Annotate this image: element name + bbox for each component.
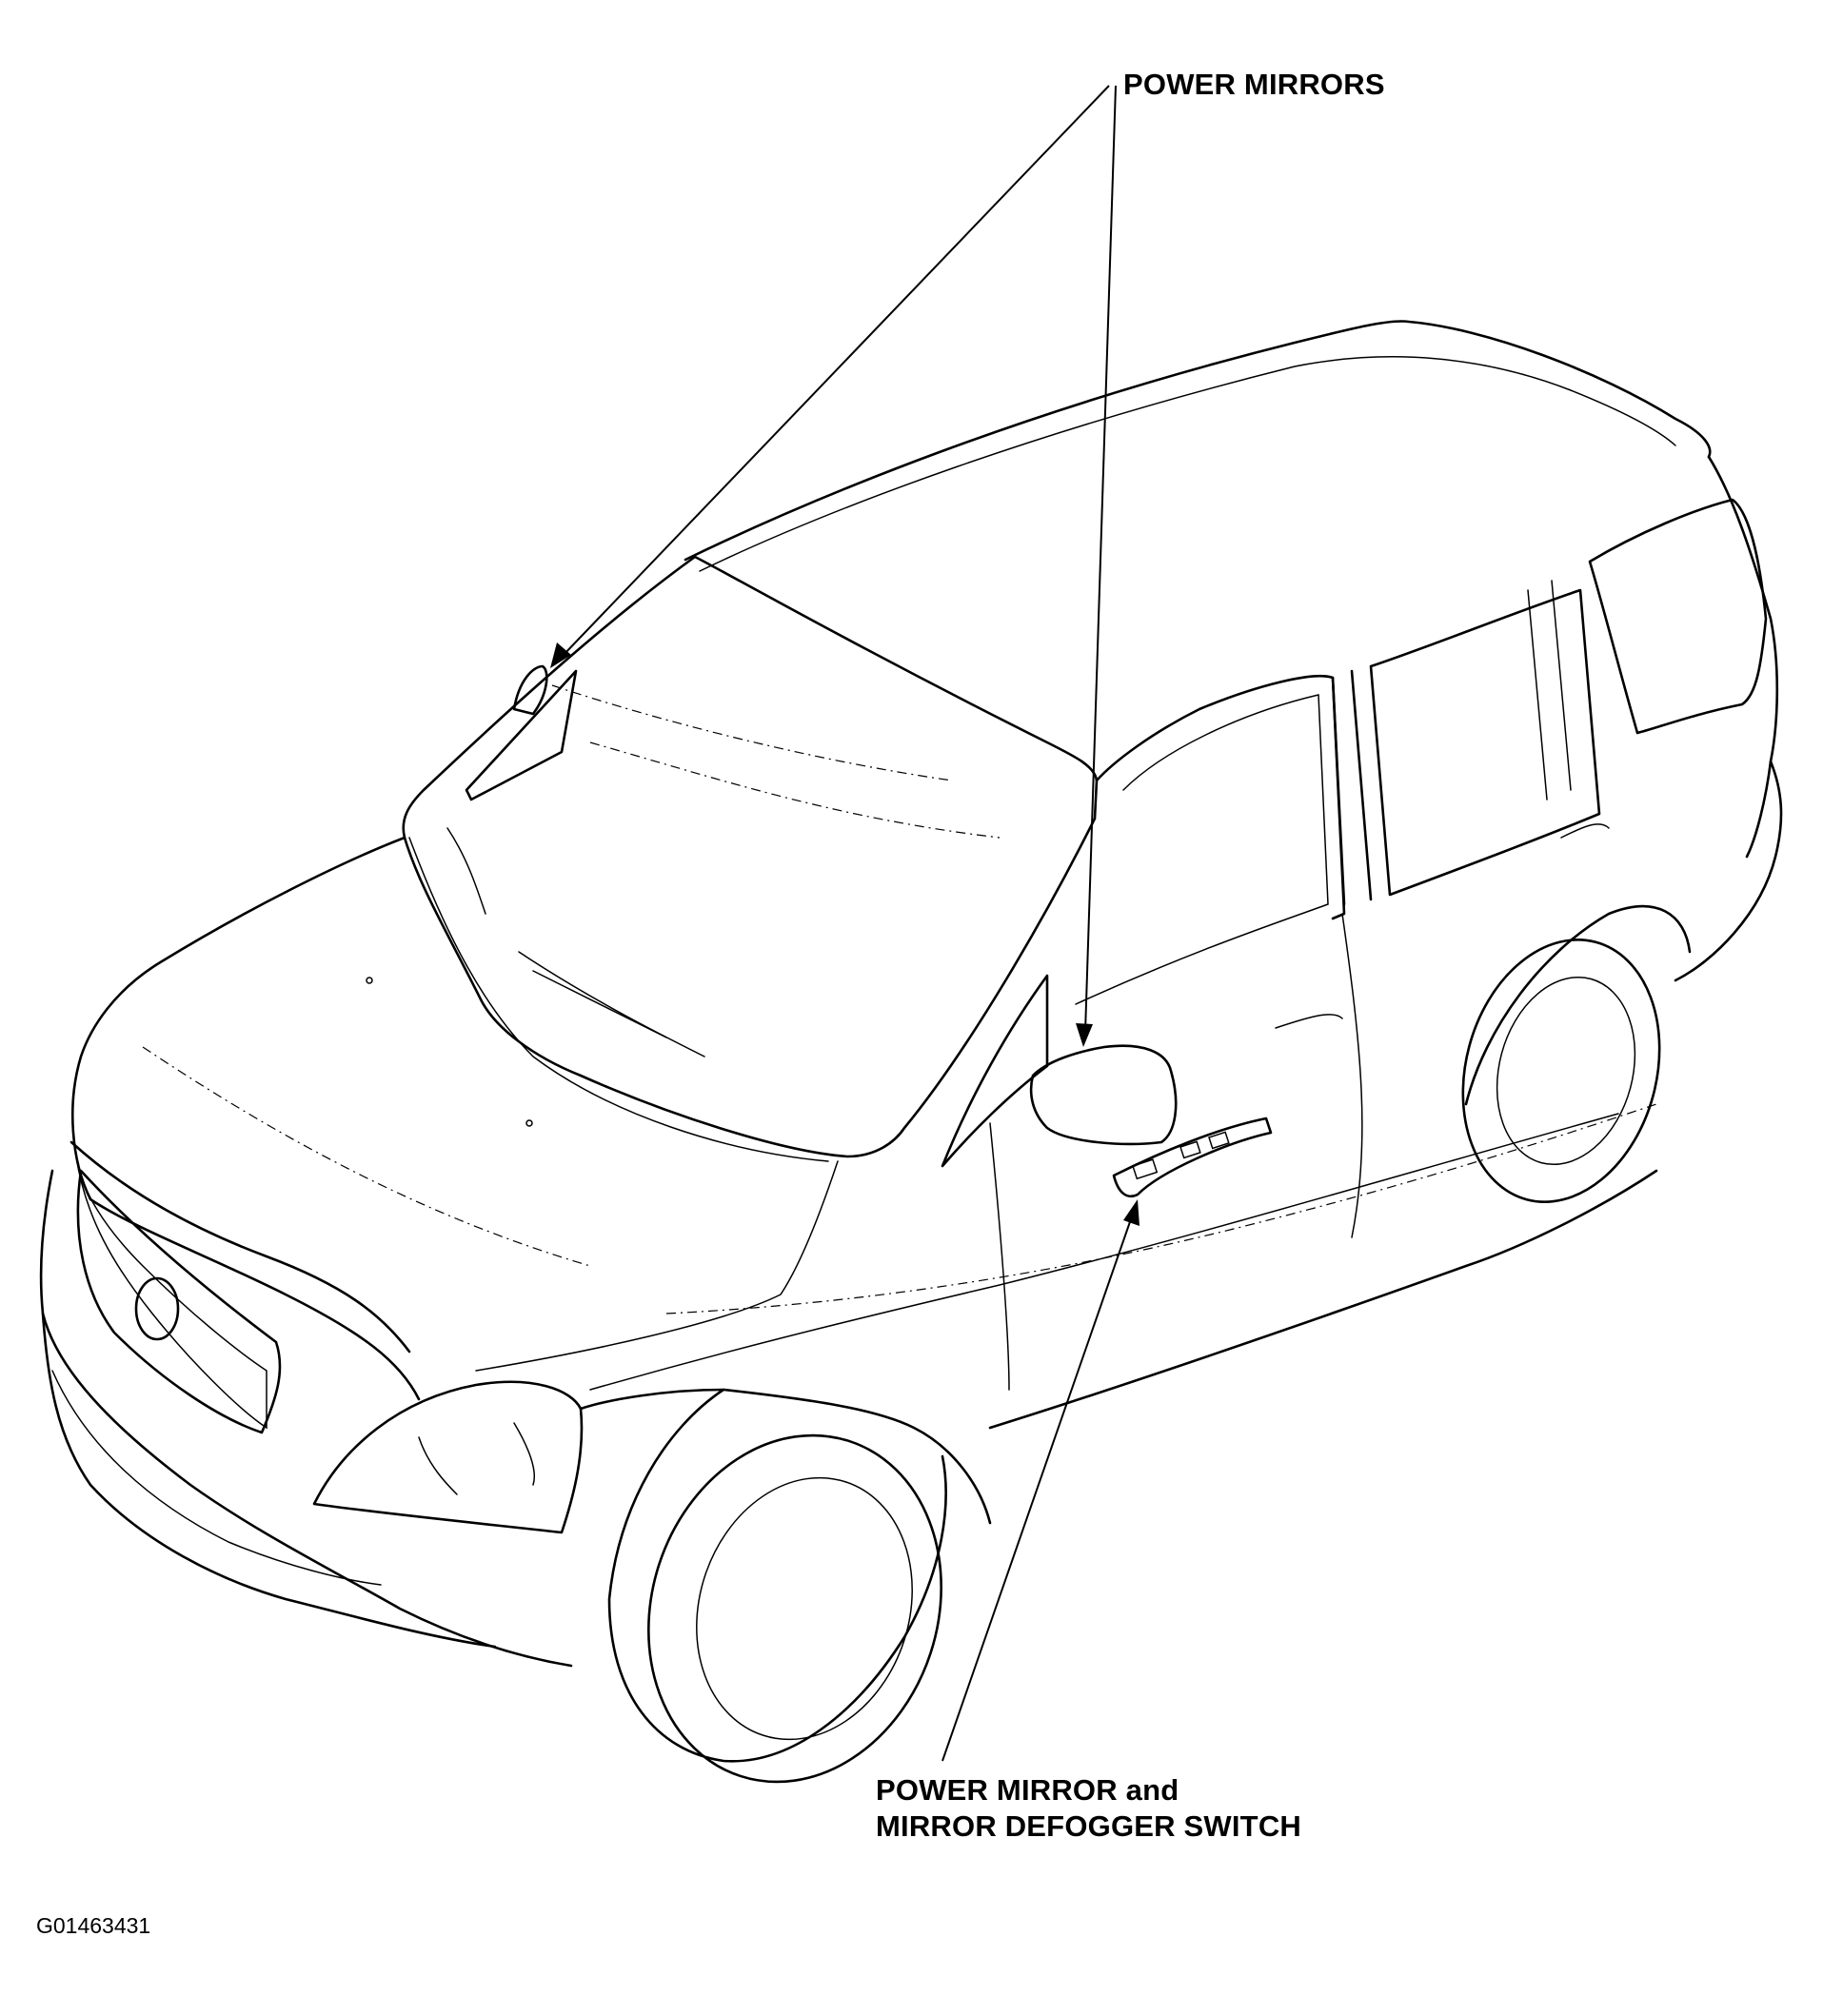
bumper-lower (51, 1370, 382, 1586)
windshield (402, 555, 1099, 1158)
front-door-frame (1095, 674, 1346, 920)
grille (76, 1169, 282, 1434)
rear-hub (1496, 976, 1636, 1166)
front-door-line (989, 1122, 1010, 1391)
hood-marker-2 (525, 1119, 533, 1127)
leader-switch (941, 1213, 1134, 1762)
hidden-line-2 (142, 1046, 591, 1267)
front-wheel-arch (607, 1388, 947, 1763)
quarter-window (1588, 498, 1768, 735)
figure-code: G01463431 (36, 1913, 151, 1938)
arrowhead-switch (1123, 1199, 1139, 1226)
door-handle-rear (1560, 823, 1610, 839)
callout-leaders (550, 85, 1139, 1762)
front-bumper (41, 1312, 497, 1649)
vehicle-outline (39, 320, 1783, 1784)
roof-inner-line (699, 356, 1676, 572)
left-power-mirror (465, 664, 578, 801)
left-mirror-housing (512, 664, 548, 716)
rear-lower (1674, 760, 1783, 982)
b-pillar (1331, 669, 1373, 906)
front-wheel (647, 1433, 942, 1784)
rear-door-line (1341, 913, 1363, 1238)
door-handle-front (1275, 1014, 1343, 1029)
hidden-line-1 (551, 684, 1001, 839)
headlight (312, 1380, 584, 1534)
grille-outline (75, 1156, 268, 1430)
roof-outline (684, 320, 1712, 562)
mirror-switch-panel (1112, 1117, 1273, 1198)
c-pillar (1527, 580, 1572, 800)
rocker-panel (988, 1169, 1658, 1430)
hood-marker-1 (366, 977, 373, 984)
emblem (134, 1276, 180, 1341)
headlight-detail (418, 1422, 535, 1495)
right-mirror-housing (1029, 1044, 1178, 1146)
left-mirror-sail (465, 669, 578, 801)
hidden-line-3 (665, 1103, 1657, 1314)
rear-door-window (1369, 588, 1601, 897)
switch-button-1 (1132, 1158, 1159, 1180)
rear-wheel (1461, 939, 1661, 1203)
right-power-mirror (941, 974, 1178, 1168)
leader-right-mirror (1084, 85, 1117, 1034)
leader-left-mirror (561, 85, 1110, 658)
front-fender (579, 1388, 992, 1525)
mirror-switch-label-line2: MIRROR DEFOGGER SWITCH (876, 1809, 1301, 1843)
switch-button-2 (1179, 1140, 1201, 1159)
arrowhead-left-mirror (550, 642, 571, 668)
power-mirrors-label: POWER MIRRORS (1123, 68, 1385, 101)
mirror-switch-label: POWER MIRROR and MIRROR DEFOGGER SWITCH (876, 1772, 1301, 1845)
cowl (446, 827, 486, 915)
switch-panel (1112, 1117, 1273, 1198)
front-fascia (39, 1169, 573, 1668)
hood (70, 836, 421, 1401)
rear-outline (1707, 455, 1779, 859)
hood-center-line (475, 1160, 839, 1372)
arrowhead-right-mirror (1076, 1023, 1093, 1047)
switch-button-3 (1208, 1131, 1230, 1150)
front-window (1075, 694, 1329, 1005)
mirror-switch-label-line1: POWER MIRROR and (876, 1773, 1179, 1807)
rear-wheel-arch (1464, 904, 1692, 1106)
hood-crease (408, 837, 829, 1162)
wipers (518, 951, 705, 1057)
front-hub (696, 1476, 913, 1741)
hood-front-edge (69, 1140, 411, 1354)
side-character-line (589, 1113, 1619, 1391)
right-mirror-sail (941, 974, 1049, 1168)
